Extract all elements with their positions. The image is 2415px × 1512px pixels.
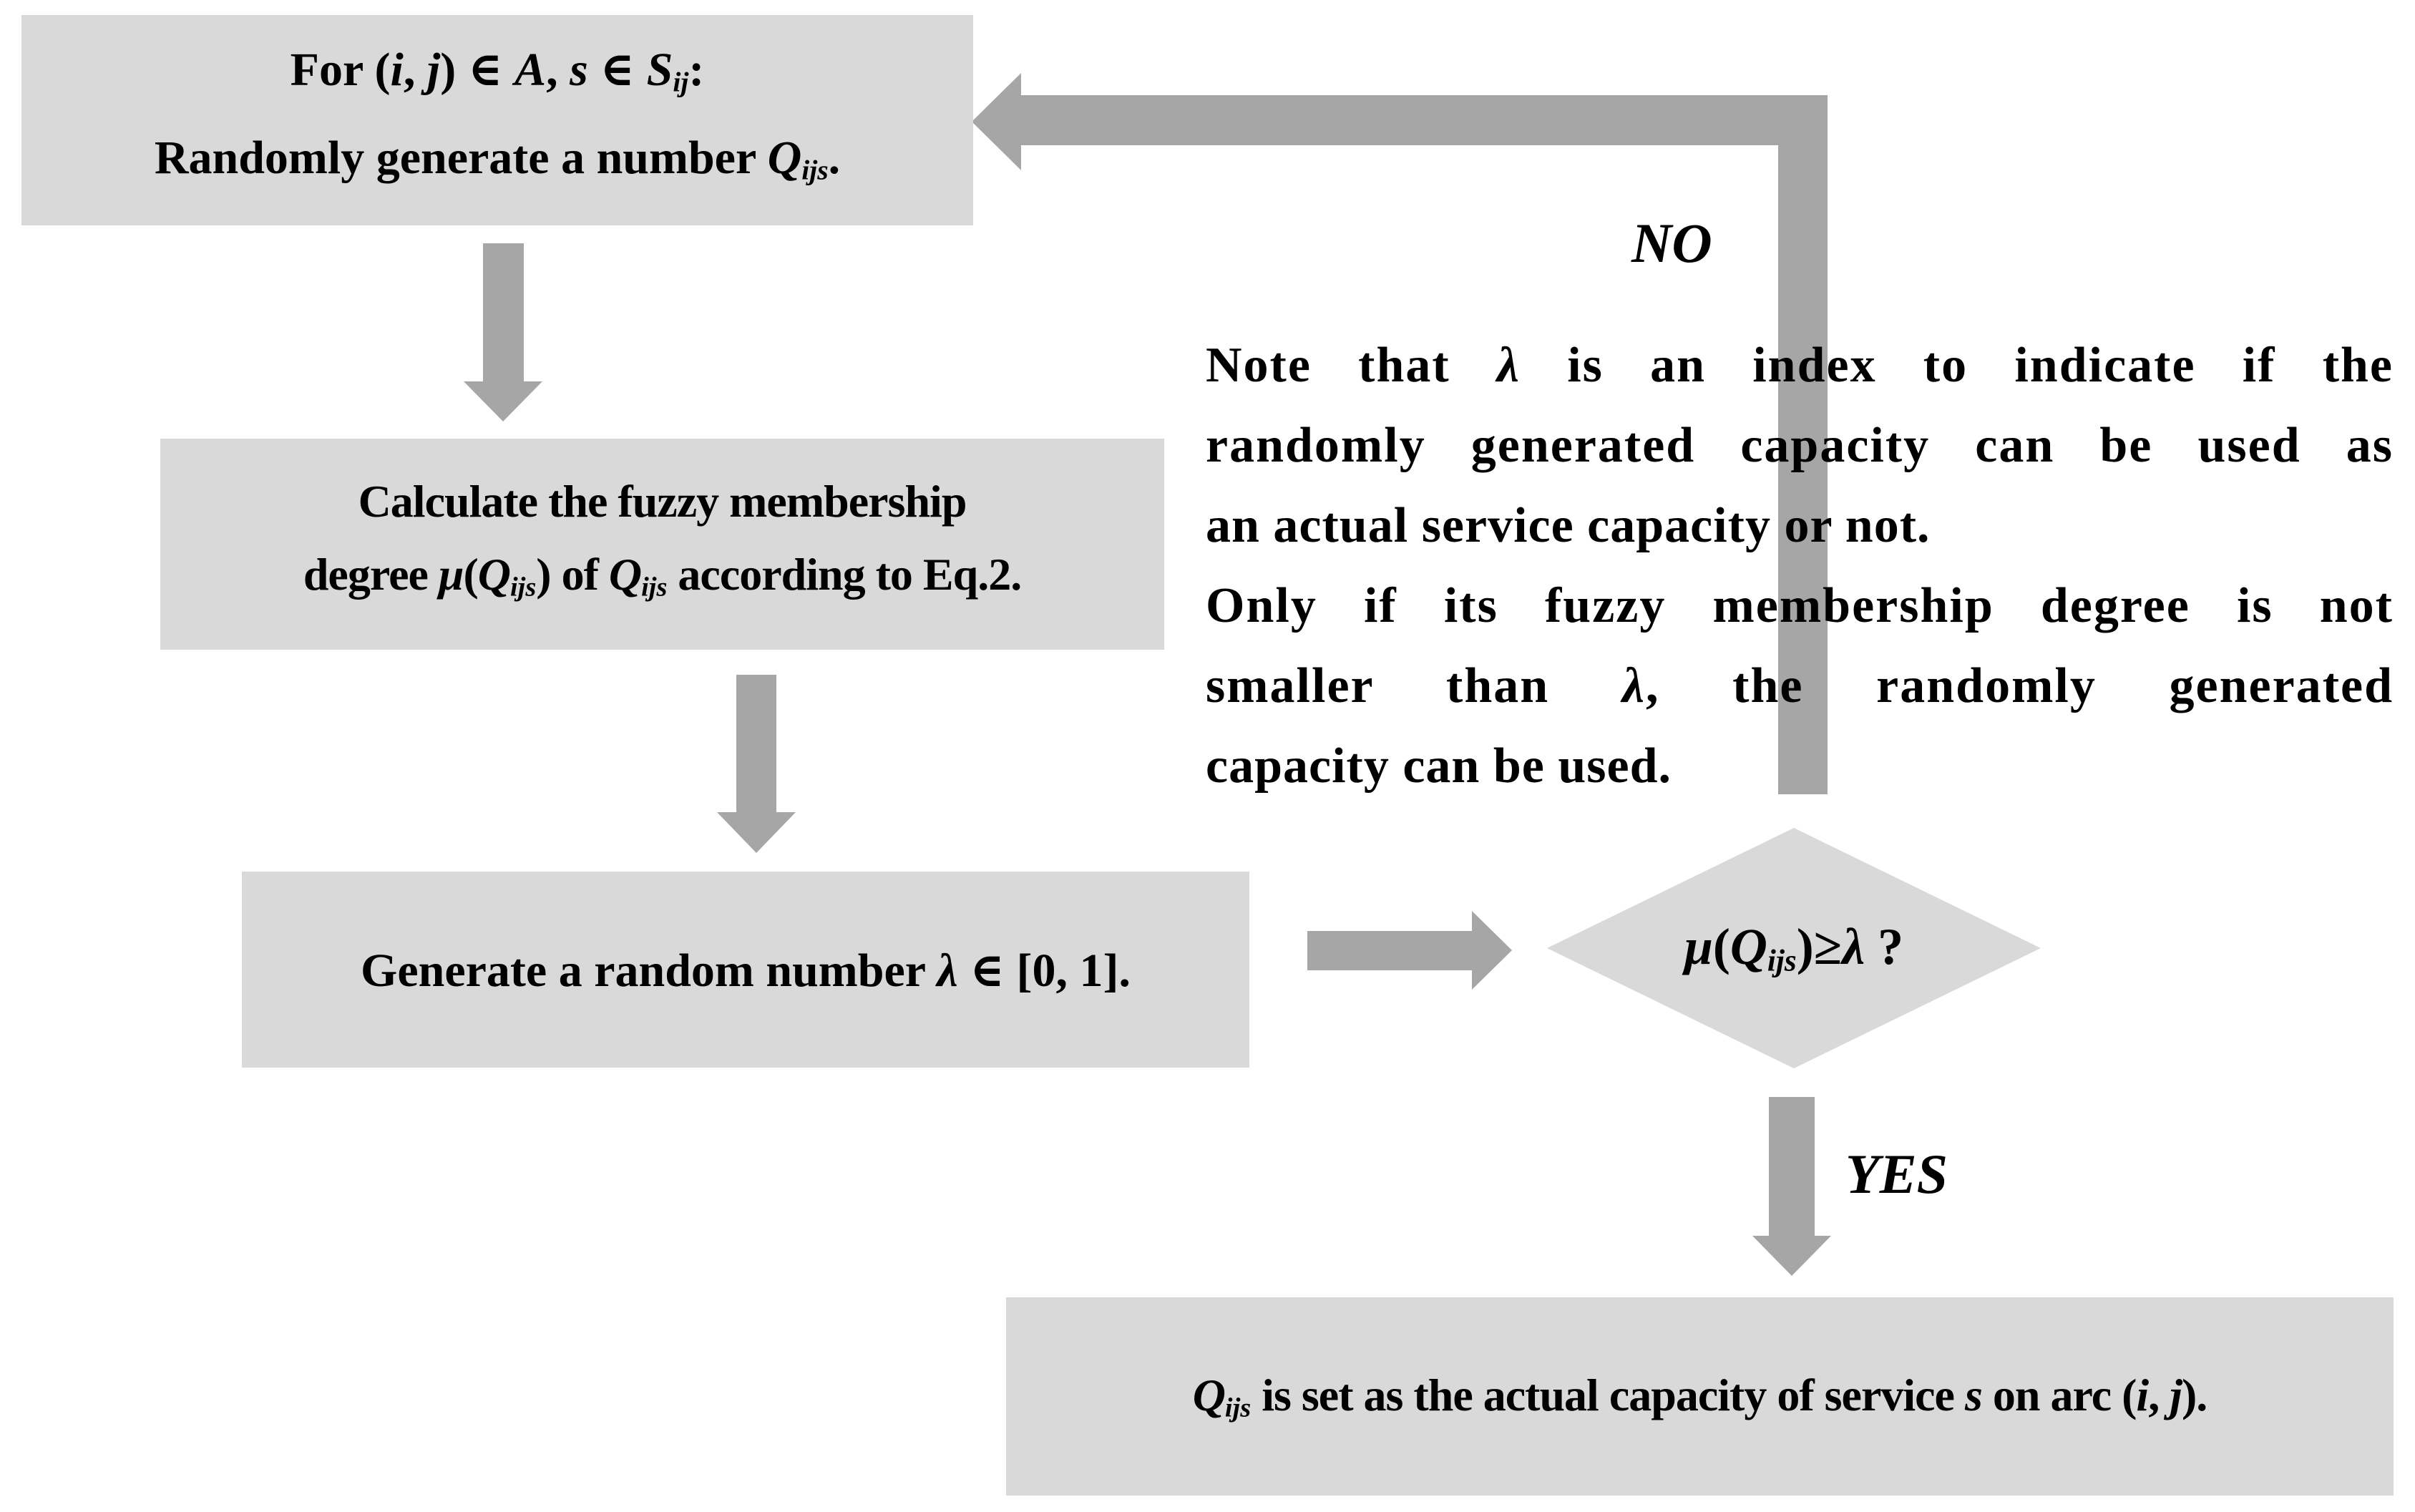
- down-arrow-box1-box2-head-icon: [464, 381, 542, 421]
- flow-step-set-actual-capacity: Qijs is set as the actual capacity of se…: [1006, 1297, 2394, 1496]
- box2-line-2: degree μ(Qijs) of Qijs according to Eq.2…: [303, 548, 1022, 603]
- box1-line-2: Randomly generate a number Qijs.: [154, 132, 841, 186]
- decision-line-1: μ(Qijs)≥λ ?: [1684, 918, 1904, 978]
- note-line-4: Only if its fuzzy membership degree is n…: [1206, 578, 2394, 633]
- box1-line-1: For (i, j) ∈ A, s ∈ Sij:: [290, 44, 705, 98]
- yes-branch-down-arrow-shaft: [1769, 1097, 1815, 1238]
- box4-line-1: Qijs is set as the actual capacity of se…: [1192, 1370, 2208, 1423]
- down-arrow-box2-box3-shaft: [736, 675, 776, 814]
- right-arrow-box3-decision-head-icon: [1472, 911, 1512, 990]
- no-branch-vertical-bar: [1778, 95, 1828, 794]
- note-line-1: Note that λ is an index to indicate if t…: [1206, 338, 2394, 393]
- note-line-5: smaller than λ, the randomly generated: [1206, 658, 2394, 713]
- flow-step-calculate-membership-degree: Calculate the fuzzy membership degree μ(…: [160, 439, 1164, 650]
- no-branch-label: NO: [1631, 212, 1712, 274]
- note-line-6: capacity can be used.: [1206, 738, 1672, 794]
- box3-line-1: Generate a random number λ ∈ [0, 1].: [361, 944, 1131, 997]
- box2-line-1: Calculate the fuzzy membership: [358, 475, 967, 527]
- lambda-explanation-note: Note that λ is an index to indicate if t…: [1206, 326, 2394, 806]
- yes-branch-down-arrow-head-icon: [1752, 1236, 1831, 1276]
- note-line-2: randomly generated capacity can be used …: [1206, 418, 2394, 473]
- flow-decision-membership-vs-lambda: μ(Qijs)≥λ ?: [1547, 828, 2041, 1068]
- down-arrow-box1-box2-shaft: [483, 243, 524, 384]
- flow-step-randomly-generate-number: For (i, j) ∈ A, s ∈ Sij: Randomly genera…: [21, 15, 973, 225]
- right-arrow-box3-decision-shaft: [1307, 931, 1473, 970]
- no-branch-horizontal-bar: [1020, 95, 1828, 145]
- down-arrow-box2-box3-head-icon: [717, 812, 796, 853]
- note-line-3: an actual service capacity or not.: [1206, 498, 1931, 553]
- flow-step-generate-random-lambda: Generate a random number λ ∈ [0, 1].: [242, 872, 1249, 1068]
- yes-branch-label: YES: [1845, 1143, 1948, 1205]
- no-branch-left-arrow-head-icon: [972, 73, 1021, 170]
